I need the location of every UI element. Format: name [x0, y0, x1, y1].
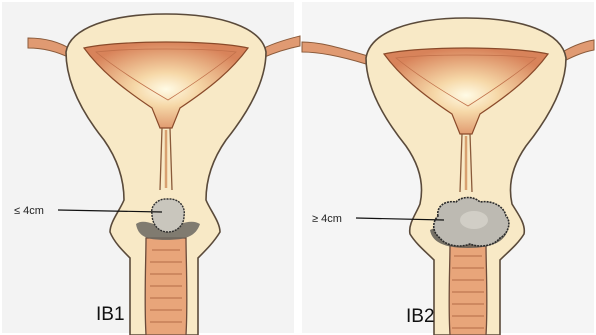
right-stage-label: IB2: [406, 306, 435, 327]
right-size-label: ≥ 4cm: [312, 213, 342, 225]
right-vaginal-tube: [449, 244, 487, 335]
left-stage-label: IB1: [96, 304, 125, 325]
left-tumor: [152, 199, 185, 232]
left-size-label: ≤ 4cm: [14, 205, 44, 217]
right-tumor-highlight: [460, 211, 488, 229]
